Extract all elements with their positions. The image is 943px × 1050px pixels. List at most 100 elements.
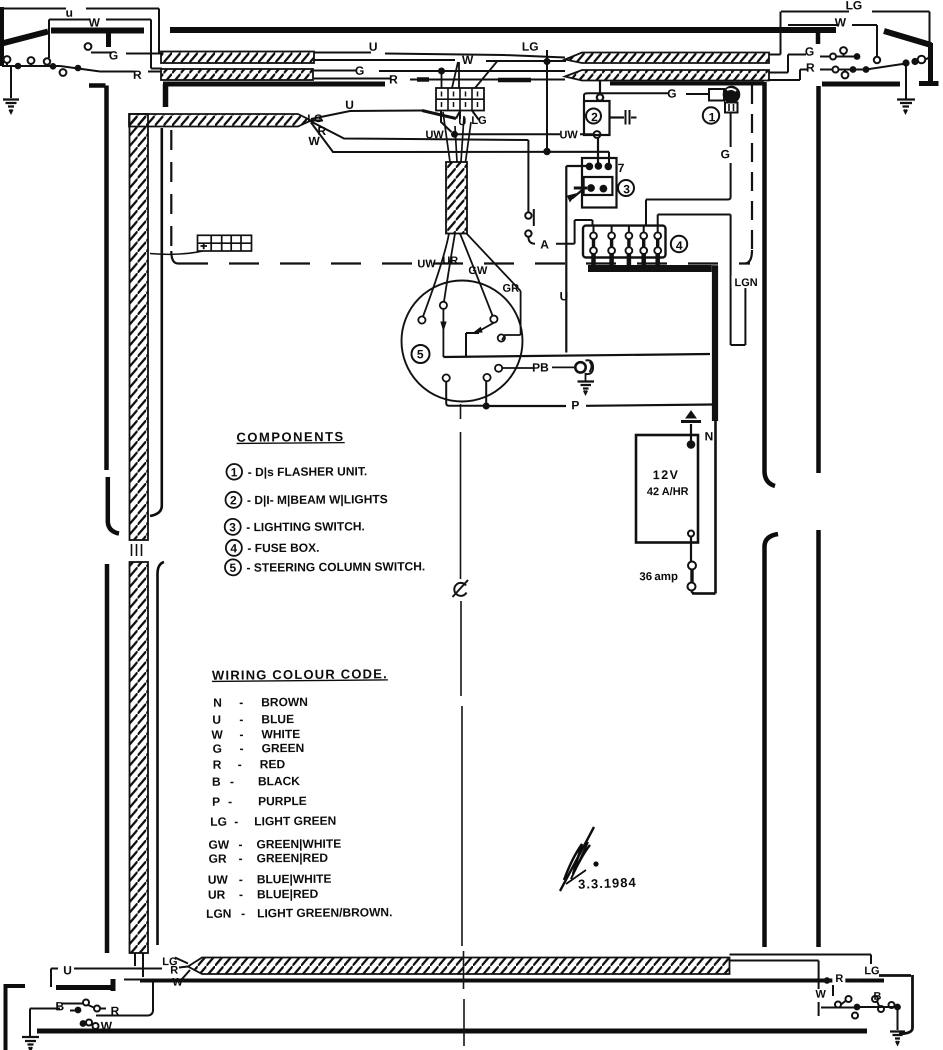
svg-text:LG: LG bbox=[307, 113, 322, 125]
svg-text:UR: UR bbox=[442, 255, 458, 267]
svg-text:R: R bbox=[389, 72, 398, 86]
svg-text:G: G bbox=[667, 87, 676, 101]
svg-text:R: R bbox=[213, 758, 222, 772]
svg-text:U: U bbox=[369, 40, 378, 54]
svg-text:WIRING COLOUR CODE.: WIRING COLOUR CODE. bbox=[212, 666, 388, 683]
svg-text:GREEN|RED: GREEN|RED bbox=[257, 851, 329, 866]
svg-text:-: - bbox=[239, 873, 243, 887]
svg-text:LG: LG bbox=[162, 956, 177, 968]
svg-text:1: 1 bbox=[231, 465, 238, 479]
svg-text:3.3.1984: 3.3.1984 bbox=[578, 875, 637, 892]
svg-text:UW: UW bbox=[425, 129, 444, 141]
svg-text:2: 2 bbox=[230, 493, 237, 507]
svg-text:GR: GR bbox=[209, 852, 227, 866]
svg-text:G: G bbox=[355, 64, 364, 78]
svg-text:LG: LG bbox=[471, 115, 486, 127]
svg-text:U: U bbox=[458, 116, 466, 128]
svg-text:R: R bbox=[317, 124, 326, 138]
svg-text:W: W bbox=[211, 728, 223, 742]
svg-text:G: G bbox=[109, 48, 118, 62]
svg-text:-: - bbox=[238, 838, 242, 852]
svg-text:12V: 12V bbox=[653, 468, 680, 482]
svg-text:BLACK: BLACK bbox=[258, 774, 300, 788]
svg-text:N: N bbox=[213, 696, 222, 710]
svg-text:A: A bbox=[540, 237, 549, 251]
svg-text:3: 3 bbox=[623, 182, 630, 196]
svg-text:W: W bbox=[835, 15, 847, 29]
svg-text:LG: LG bbox=[864, 965, 879, 977]
svg-text:GW: GW bbox=[208, 838, 229, 852]
svg-text:W: W bbox=[89, 16, 101, 30]
svg-text:U: U bbox=[345, 98, 354, 112]
svg-text:R: R bbox=[111, 1004, 120, 1018]
svg-text:G: G bbox=[721, 147, 730, 161]
svg-text:BLUE|WHITE: BLUE|WHITE bbox=[257, 872, 332, 887]
svg-text:COMPONENTS: COMPONENTS bbox=[236, 429, 344, 445]
svg-text:- D|s FLASHER UNIT.: - D|s FLASHER UNIT. bbox=[248, 464, 367, 479]
svg-text:R: R bbox=[133, 68, 142, 82]
svg-text:PURPLE: PURPLE bbox=[258, 794, 307, 808]
svg-text:B: B bbox=[55, 999, 64, 1013]
svg-text:LGN: LGN bbox=[206, 907, 231, 921]
svg-text:3: 3 bbox=[229, 520, 236, 534]
svg-text:u: u bbox=[66, 6, 73, 20]
svg-text:W: W bbox=[172, 977, 183, 989]
svg-text:U: U bbox=[63, 963, 72, 977]
svg-text:N: N bbox=[705, 429, 714, 443]
svg-text:-: - bbox=[238, 758, 242, 772]
svg-text:42 A/HR: 42 A/HR bbox=[647, 486, 689, 498]
svg-text:BLUE|RED: BLUE|RED bbox=[257, 887, 319, 902]
svg-text:-: - bbox=[239, 727, 243, 741]
svg-text:GREEN: GREEN bbox=[262, 741, 305, 755]
svg-text:UW: UW bbox=[417, 258, 436, 270]
svg-text:P: P bbox=[212, 795, 220, 809]
svg-text:- FUSE BOX.: - FUSE BOX. bbox=[247, 541, 319, 556]
svg-text:- LIGHTING SWITCH.: - LIGHTING SWITCH. bbox=[246, 519, 365, 534]
svg-text:W: W bbox=[462, 53, 474, 67]
svg-text:UR: UR bbox=[208, 888, 226, 902]
svg-text:LG: LG bbox=[210, 815, 227, 829]
svg-text:- STEERING COLUMN SWITCH.: - STEERING COLUMN SWITCH. bbox=[246, 559, 425, 574]
svg-text:5: 5 bbox=[229, 561, 236, 575]
svg-text:GW: GW bbox=[468, 265, 488, 277]
svg-text:LGN: LGN bbox=[734, 277, 757, 289]
svg-text:WHITE: WHITE bbox=[261, 727, 300, 741]
svg-text:BROWN: BROWN bbox=[261, 695, 308, 709]
svg-text:U: U bbox=[560, 289, 569, 303]
svg-text:4: 4 bbox=[676, 239, 683, 253]
svg-text:G: G bbox=[805, 45, 814, 59]
svg-text:-: - bbox=[239, 712, 243, 726]
svg-text:LIGHT GREEN/BROWN.: LIGHT GREEN/BROWN. bbox=[257, 905, 392, 920]
svg-text:B: B bbox=[873, 991, 881, 1003]
svg-text:-: - bbox=[239, 888, 243, 902]
svg-text:36: 36 bbox=[639, 571, 652, 583]
svg-text:R: R bbox=[806, 61, 815, 75]
svg-text:-: - bbox=[239, 695, 243, 709]
svg-text:LIGHT GREEN: LIGHT GREEN bbox=[254, 814, 336, 829]
svg-text:-: - bbox=[234, 815, 238, 829]
svg-text:GREEN|WHITE: GREEN|WHITE bbox=[256, 837, 341, 852]
svg-text:GR: GR bbox=[502, 283, 519, 295]
svg-text:amp: amp bbox=[654, 571, 678, 583]
svg-text:PB: PB bbox=[532, 360, 549, 374]
svg-text:W: W bbox=[101, 1019, 113, 1033]
svg-text:R: R bbox=[170, 965, 178, 977]
svg-text:U: U bbox=[212, 713, 221, 727]
svg-text:2: 2 bbox=[591, 110, 598, 124]
svg-text:LG: LG bbox=[846, 0, 863, 12]
svg-text:- D|I- M|BEAM W|LIGHTS: - D|I- M|BEAM W|LIGHTS bbox=[247, 492, 388, 507]
svg-text:LG: LG bbox=[522, 40, 539, 54]
svg-text:-: - bbox=[241, 906, 245, 920]
svg-text:7: 7 bbox=[618, 161, 625, 175]
svg-text:-: - bbox=[240, 741, 244, 755]
svg-text:5: 5 bbox=[417, 347, 424, 361]
svg-text:B: B bbox=[212, 775, 221, 789]
svg-text:-: - bbox=[239, 852, 243, 866]
svg-text:1: 1 bbox=[709, 110, 716, 124]
svg-text:W: W bbox=[308, 134, 320, 148]
svg-text:W: W bbox=[815, 989, 826, 1001]
svg-text:4: 4 bbox=[230, 541, 237, 555]
svg-text:-: - bbox=[228, 795, 232, 809]
svg-text:UW: UW bbox=[559, 129, 578, 141]
svg-text:-: - bbox=[230, 775, 234, 789]
